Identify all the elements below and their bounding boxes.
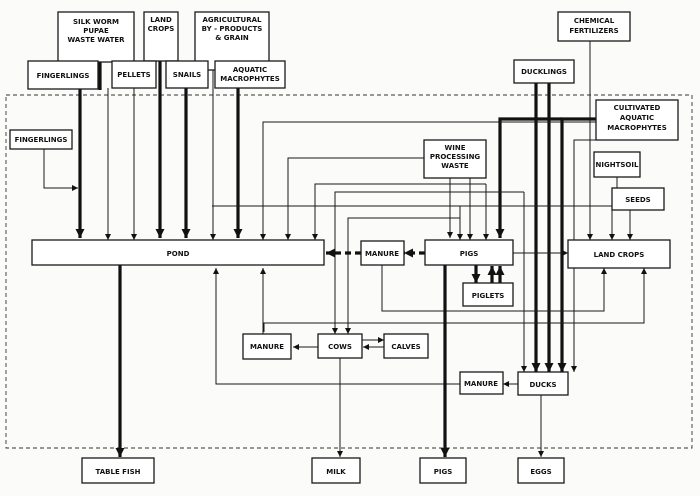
node-nightsoil: NIGHTSOIL (593, 151, 641, 178)
svg-text:DUCKLINGS: DUCKLINGS (521, 68, 567, 76)
svg-text:MILK: MILK (326, 468, 346, 476)
node-ducklings: DUCKLINGS (513, 59, 575, 84)
svg-text:COWS: COWS (328, 343, 352, 351)
node-manure-cows: MANURE (242, 333, 292, 360)
node-cows: COWS (317, 333, 363, 359)
node-fingerlings-top: FINGERLINGS (27, 60, 99, 90)
svg-text:MANURE: MANURE (464, 380, 498, 388)
svg-text:WINE: WINE (445, 144, 466, 152)
system-boundary (5, 94, 693, 449)
svg-text:AQUATIC: AQUATIC (620, 114, 654, 122)
node-manure-pigs: MANURE (360, 240, 405, 266)
node-cultivated-aquatic-macrophytes: CULTIVATED AQUATIC MACROPHYTES (595, 99, 679, 141)
svg-text:EGGS: EGGS (530, 468, 551, 476)
node-calves: CALVES (383, 333, 429, 359)
svg-text:PUPAE: PUPAE (83, 27, 109, 35)
svg-text:PIGLETS: PIGLETS (472, 292, 505, 300)
svg-text:AGRICULTURAL: AGRICULTURAL (202, 16, 262, 24)
svg-text:LAND CROPS: LAND CROPS (594, 251, 645, 259)
svg-text:MACROPHYTES: MACROPHYTES (220, 75, 280, 83)
svg-text:BY - PRODUCTS: BY - PRODUCTS (202, 25, 263, 33)
svg-text:CROPS: CROPS (148, 25, 175, 33)
svg-text:PELLETS: PELLETS (117, 71, 150, 79)
node-aquatic-macrophytes: AQUATIC MACROPHYTES (214, 60, 286, 89)
svg-text:PIGS: PIGS (434, 468, 453, 476)
node-land-crops: LAND CROPS (567, 239, 671, 269)
node-pigs-output: PIGS (419, 457, 467, 484)
svg-text:& GRAIN: & GRAIN (215, 34, 249, 42)
svg-text:MANURE: MANURE (250, 343, 284, 351)
node-pigs: PIGS (424, 239, 514, 266)
svg-text:LAND: LAND (150, 16, 172, 24)
svg-text:FERTILIZERS: FERTILIZERS (569, 27, 618, 35)
node-eggs: EGGS (517, 457, 565, 484)
svg-text:FINGERLINGS: FINGERLINGS (37, 72, 90, 80)
svg-text:PROCESSING: PROCESSING (430, 153, 481, 161)
node-ducks: DUCKS (517, 371, 569, 396)
node-milk: MILK (311, 457, 361, 484)
svg-text:SILK WORM: SILK WORM (73, 18, 119, 26)
svg-text:MACROPHYTES: MACROPHYTES (607, 124, 667, 132)
svg-text:PIGS: PIGS (460, 250, 479, 258)
svg-text:WASTE WATER: WASTE WATER (67, 36, 125, 44)
node-agricultural-by-products-grain: AGRICULTURAL BY - PRODUCTS & GRAIN (194, 11, 270, 71)
node-piglets: PIGLETS (462, 282, 514, 307)
node-seeds: SEEDS (611, 187, 665, 211)
node-manure-ducks: MANURE (459, 371, 504, 395)
node-wine-processing-waste: WINE PROCESSING WASTE (423, 139, 487, 179)
node-fingerlings-left: FINGERLINGS (9, 129, 73, 150)
svg-text:CULTIVATED: CULTIVATED (614, 104, 661, 112)
node-silkworm-pupae-waste-water: SILK WORM PUPAE WASTE WATER (57, 11, 135, 63)
svg-text:AQUATIC: AQUATIC (233, 66, 267, 74)
svg-text:NIGHTSOIL: NIGHTSOIL (596, 161, 639, 169)
svg-text:MANURE: MANURE (365, 250, 399, 258)
node-pond: POND (31, 239, 325, 266)
node-pellets: PELLETS (111, 60, 157, 89)
connectors (43, 41, 647, 457)
svg-text:DUCKS: DUCKS (529, 381, 556, 389)
svg-text:SNAILS: SNAILS (173, 71, 201, 79)
node-chemical-fertilizers: CHEMICAL FERTILIZERS (557, 11, 631, 42)
svg-text:POND: POND (167, 250, 190, 258)
node-land-crops-input: LAND CROPS (143, 11, 179, 62)
svg-text:CALVES: CALVES (391, 343, 420, 351)
svg-text:WASTE: WASTE (441, 162, 469, 170)
svg-text:SEEDS: SEEDS (625, 196, 650, 204)
svg-text:TABLE FISH: TABLE FISH (96, 468, 141, 476)
svg-text:CHEMICAL: CHEMICAL (574, 17, 615, 25)
svg-text:FINGERLINGS: FINGERLINGS (15, 136, 68, 144)
node-table-fish: TABLE FISH (81, 457, 155, 484)
node-snails: SNAILS (165, 60, 209, 89)
